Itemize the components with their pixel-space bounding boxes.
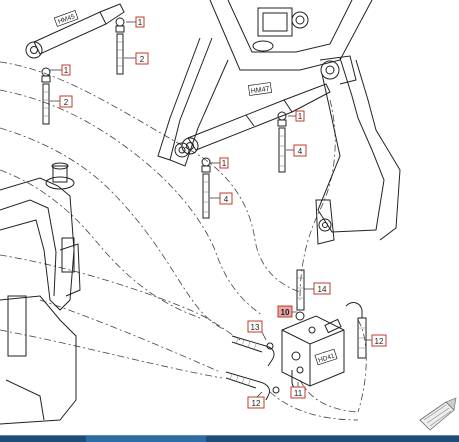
callout-11-label: 11 (294, 389, 303, 398)
callout-10[interactable]: 10 (277, 305, 293, 318)
callout-4b-label: 4 (224, 195, 229, 204)
hydraulic-cylinder-hm45: HM45 (25, 3, 125, 59)
callout-1c-label: 1 (298, 112, 303, 121)
callout-1c[interactable]: 1 (295, 110, 305, 122)
hose-routes (0, 61, 367, 421)
callout-4a-label: 4 (298, 147, 303, 156)
boom-assembly (157, 0, 401, 245)
callout-2a[interactable]: 2 (135, 52, 149, 65)
callout-12b[interactable]: 12 (247, 396, 265, 409)
bottom-status-bar (0, 435, 459, 442)
hatched-arrow-icon[interactable] (419, 397, 457, 431)
callout-13-label: 13 (251, 323, 260, 332)
cylinder-marking-hm47: HM47 (250, 86, 270, 96)
callout-1d[interactable]: 1 (219, 157, 229, 169)
hydraulic-cylinder-hm47: HM47 (181, 82, 331, 155)
leader-lines (50, 21, 372, 399)
valve-block-marking: HD41 (317, 352, 335, 364)
callout-2b[interactable]: 2 (59, 95, 73, 108)
callout-2a-label: 2 (140, 55, 145, 64)
callout-1b-label: 1 (64, 66, 69, 75)
valve-block-hd41: HD41 (281, 315, 345, 390)
callout-12a-label: 12 (375, 337, 384, 346)
callout-12a[interactable]: 12 (371, 334, 387, 347)
callout-14[interactable]: 14 (313, 282, 331, 295)
callout-1a[interactable]: 1 (135, 16, 145, 28)
callout-1d-label: 1 (222, 159, 227, 168)
callout-13[interactable]: 13 (247, 320, 263, 333)
callout-12b-label: 12 (252, 399, 261, 408)
hose-fittings (225, 335, 280, 401)
base-tower (0, 162, 81, 425)
callout-11[interactable]: 11 (290, 386, 306, 399)
callout-14-label: 14 (318, 285, 327, 294)
callout-4b[interactable]: 4 (219, 192, 233, 205)
bottom-bar-tab[interactable] (86, 436, 206, 442)
callout-10-label: 10 (281, 308, 290, 317)
callout-1b[interactable]: 1 (61, 64, 71, 76)
callout-1a-label: 1 (138, 18, 143, 27)
callout-4a[interactable]: 4 (293, 144, 307, 157)
callout-2b-label: 2 (64, 98, 69, 107)
fittings (41, 17, 367, 359)
